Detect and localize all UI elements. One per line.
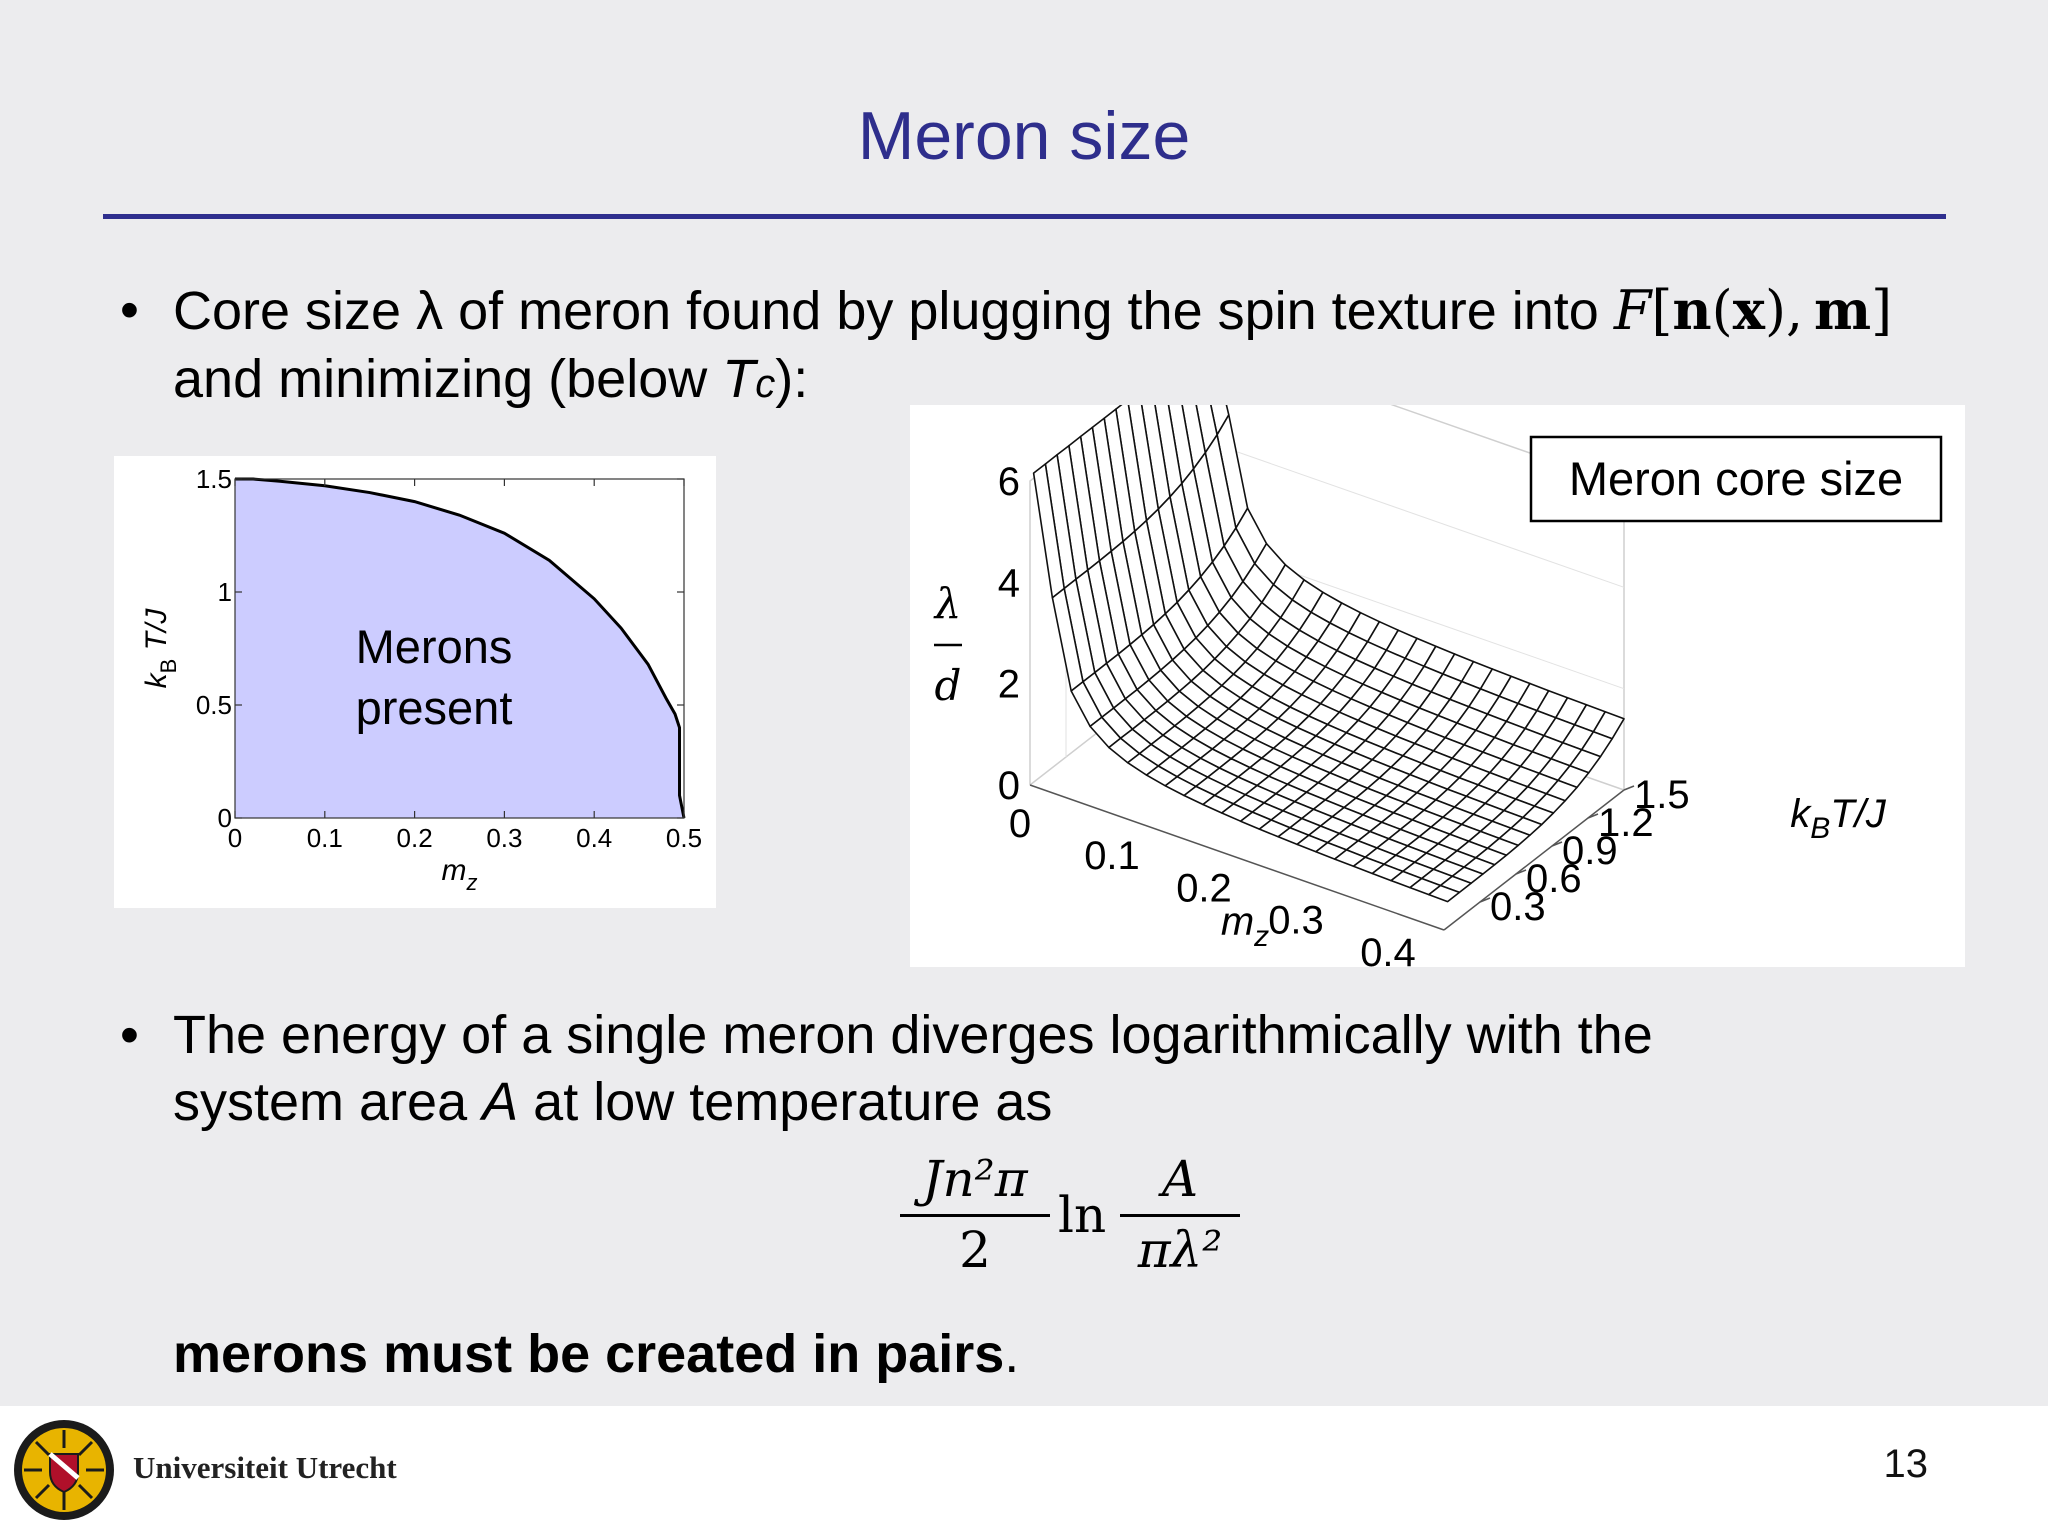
x-tick-label: 0 — [228, 823, 242, 853]
title-underline — [103, 214, 1946, 219]
fraction-right-denominator: πλ² — [1137, 1221, 1223, 1279]
university-seal-logo — [14, 1420, 114, 1520]
energy-formula: Jn²π 2 ln A πλ² — [900, 1150, 1240, 1300]
legend-label: Meron core size — [1569, 452, 1903, 505]
x-tick-label: 0.3 — [1268, 899, 1324, 943]
surface-mesh — [1032, 405, 1625, 903]
y-tick-mark — [1623, 785, 1635, 791]
y-axis-label-k: k — [1790, 792, 1812, 836]
box-left-wall — [1029, 405, 1129, 785]
y-tick-mark — [1479, 897, 1491, 903]
x-axis-label: mz — [442, 854, 478, 895]
y-axis-line — [1443, 789, 1625, 931]
slide-title: Meron size — [857, 98, 1191, 174]
x-tick-label: 0.4 — [1360, 931, 1416, 967]
surface-patch — [1428, 884, 1461, 903]
y-tick-label: 0.3 — [1490, 885, 1546, 929]
merons-present-region — [235, 479, 684, 818]
y-tick-label: 0.6 — [1526, 857, 1582, 901]
z-tick-label: 4 — [998, 561, 1020, 605]
university-name: Universiteit Utrecht — [133, 1450, 397, 1485]
x-tick-label: 0.5 — [666, 823, 702, 853]
fraction-left: Jn²π 2 — [900, 1150, 1050, 1279]
region-label-line-1: Merons — [356, 620, 513, 673]
y-tick-label: 1.2 — [1598, 801, 1654, 845]
y-axis-label: kBT/J — [1790, 792, 1887, 845]
y-tick-label: 0 — [218, 803, 232, 833]
z-tick-label: 6 — [998, 460, 1020, 504]
surface-plot-chart: 024600.10.20.30.40.30.60.91.21.5mzkBT/Jλ… — [933, 405, 1943, 967]
log-operator: ln — [1058, 1186, 1107, 1244]
x-tick-label: 0.1 — [307, 823, 343, 853]
y-tick-label: 1.5 — [196, 464, 232, 494]
footer: Universiteit Utrecht 13 — [0, 1406, 2048, 1534]
x-tick-label: 0.3 — [486, 823, 522, 853]
x-tick-label: 0 — [1009, 802, 1031, 846]
fraction-left-numerator: Jn²π — [900, 1150, 1050, 1217]
y-tick-mark — [1587, 813, 1599, 819]
y-axis-label: kB T/J — [140, 608, 181, 689]
y-tick-mark — [1515, 869, 1527, 875]
y-tick-label: 0.5 — [196, 690, 232, 720]
wall-gridline — [1209, 441, 1625, 588]
x-axis-label-main: m — [442, 854, 467, 887]
conclusion-text: merons must be created in pairs. — [173, 1324, 1020, 1384]
z-axis-label-top: λ — [933, 579, 962, 628]
y-axis-label-rest: T/J — [1830, 792, 1887, 836]
y-axis-label-sub: B — [156, 659, 181, 674]
y-axis-label-k: k — [140, 671, 173, 688]
page-number: 13 — [1883, 1442, 1929, 1486]
x-axis-label-sub: z — [466, 870, 478, 895]
bullet-2-line-1: The energy of a single meron diverges lo… — [173, 1005, 1653, 1065]
phase-diagram-panel: 0 0.1 0.2 0.3 0.4 0.5 0 0.5 1 1.5 mz kB T/J Merons pr… — [114, 456, 716, 908]
phase-boundary-line — [235, 477, 686, 819]
y-tick-label: 0.9 — [1562, 829, 1618, 873]
x-tick-label: 0.2 — [397, 823, 433, 853]
x-axis-label: mz — [1221, 900, 1269, 953]
x-axis-line — [1029, 784, 1445, 931]
bullet-2-line-2: system area A at low temperature as — [173, 1072, 1053, 1132]
plot-frame — [234, 478, 685, 819]
bullet-1-line-2: and minimizing (below Tc): — [173, 349, 809, 409]
z-axis-label-bottom: d — [935, 661, 962, 710]
x-axis-label-main: m — [1221, 900, 1254, 944]
free-energy-formula: F[n(x), m] — [1613, 278, 1893, 342]
y-axis-label-rest: T/J — [140, 608, 173, 659]
y-axis-label-sub: B — [1810, 812, 1830, 845]
y-tick-label: 1.5 — [1634, 773, 1690, 817]
bullet-marker: • — [120, 280, 139, 340]
bullet-1-text: Core size λ of meron found by plugging t… — [173, 281, 1599, 341]
x-tick-label: 0.4 — [576, 823, 612, 853]
fraction-right-numerator: A — [1120, 1150, 1240, 1217]
legend-box — [1529, 435, 1943, 523]
x-tick-label: 0.2 — [1176, 866, 1232, 910]
x-tick-label: 0.1 — [1084, 834, 1140, 878]
fraction-left-denominator: 2 — [959, 1221, 991, 1279]
z-tick-label: 2 — [998, 663, 1020, 707]
x-axis-label-sub: z — [1253, 920, 1269, 953]
bullet-1-line-1: Core size λ of meron found by plugging t… — [173, 276, 1892, 345]
phase-diagram-chart: 0 0.1 0.2 0.3 0.4 0.5 0 0.5 1 1.5 mz kB T/J Merons pr… — [140, 464, 702, 895]
fraction-right: A πλ² — [1120, 1150, 1240, 1279]
bullet-marker: • — [120, 1005, 139, 1065]
z-tick-label: 0 — [998, 764, 1020, 808]
y-tick-label: 1 — [218, 577, 232, 607]
y-tick-mark — [1551, 841, 1563, 847]
region-label-line-2: present — [356, 681, 513, 734]
